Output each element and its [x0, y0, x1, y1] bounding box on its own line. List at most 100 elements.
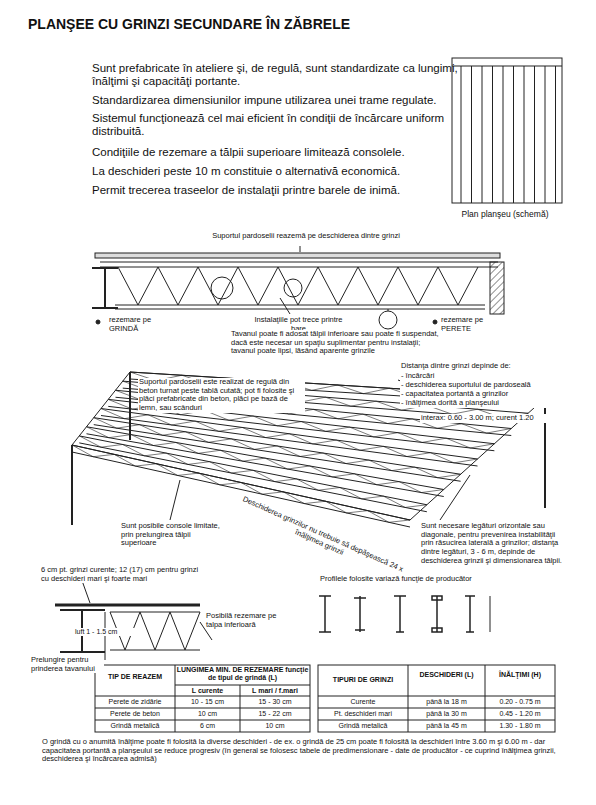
annotation: - încărcări	[400, 372, 552, 381]
annotation: rezemare pe GRINDĂ	[108, 316, 180, 333]
table-grid-stroke	[408, 665, 409, 732]
profile-shapes-stroke	[396, 631, 404, 633]
truss-elevation-stroke	[95, 253, 500, 258]
floor-perspective-stroke	[79, 436, 427, 508]
profile-shapes-stroke	[490, 596, 491, 632]
table-cell: 10 cm	[240, 722, 310, 730]
truss-elevation-stroke	[118, 267, 478, 305]
annotation: Profilele folosite variază funcţie de pr…	[300, 575, 492, 584]
annotation: rezemare pe PERETE	[440, 316, 512, 333]
truss-elevation-stroke	[115, 309, 485, 310]
support-detail-stroke	[55, 604, 200, 607]
table-cell: Pt. deschideri mari	[318, 710, 408, 718]
table-grid-stroke	[175, 665, 176, 732]
table-cell: L mari / f.mari	[240, 687, 310, 695]
table-cell: 10 - 15 cm	[175, 698, 240, 706]
annotation: Sunt necesare legături orizontale sau di…	[420, 522, 567, 565]
truss-elevation-stroke	[280, 298, 290, 314]
profile-shapes-stroke	[466, 631, 474, 633]
table-grid-stroke	[318, 665, 555, 732]
table-cell: Perete de beton	[95, 710, 175, 718]
table-cell: până la 45 m	[408, 722, 485, 730]
table-cell: 10 cm	[175, 710, 240, 718]
truss-elevation-stroke	[115, 305, 485, 306]
plan-schema-stroke	[513, 66, 514, 203]
table-cell: Grindă metalică	[95, 722, 175, 730]
truss-elevation-stroke	[490, 262, 504, 314]
table-grid	[95, 665, 555, 732]
plan-schema-stroke	[461, 66, 462, 203]
plan-schema-stroke	[482, 66, 483, 203]
caption-note: O grindă cu o anumită înălţime poate fi …	[42, 738, 557, 764]
table-grid-stroke	[318, 696, 555, 697]
profile-shapes-stroke	[319, 631, 331, 633]
profile-shapes-stroke	[432, 628, 442, 632]
plan-schema-stroke	[555, 66, 556, 203]
intro-note: Sunt prefabricate în ateliere şi, de reg…	[92, 62, 482, 88]
truss-elevation-stroke	[379, 311, 397, 329]
floor-perspective-stroke	[72, 452, 410, 527]
floor-perspective-stroke	[94, 425, 461, 482]
truss-elevation-stroke	[92, 307, 118, 309]
plan-schema-stroke	[534, 66, 535, 203]
annotation: - deschiderea suportului de pardoseală	[400, 381, 552, 390]
table-grid-stroke	[318, 720, 555, 721]
table-grid-stroke	[485, 665, 486, 732]
plan-schema-stroke	[452, 58, 562, 203]
intro-note: Standardizarea dimensiunilor impune util…	[92, 94, 482, 107]
truss-elevation-stroke	[284, 279, 302, 297]
annotation: Prelungire pentru prinderea tavanului	[30, 656, 104, 673]
annotation: Suportul pardoselii este realizat de reg…	[138, 378, 305, 413]
truss-elevation-stroke	[104, 268, 106, 308]
profile-shapes-stroke	[394, 595, 406, 597]
annotation: - înălţimea dorită a planşeului	[400, 399, 552, 408]
table-grid-stroke	[95, 696, 310, 697]
table-cell: LUNGIMEA MIN. DE REZEMARE funcţie de tip…	[175, 666, 310, 682]
intro-note: La deschideri peste 10 m constituie o al…	[92, 165, 482, 178]
profile-shapes-stroke	[399, 596, 401, 632]
table-cell: L curente	[175, 687, 240, 695]
annotation: Posibilă rezemare pe talpa inferioară	[205, 612, 292, 629]
annotation: Plan planşeu (schemă)	[445, 210, 565, 220]
truss-elevation-stroke	[388, 309, 389, 311]
truss-elevation-stroke	[300, 246, 301, 252]
table-grid-stroke	[175, 685, 310, 686]
table-cell: 15 - 30 cm	[240, 698, 310, 706]
floor-perspective-stroke	[71, 445, 73, 525]
floor-perspective-stroke	[440, 475, 470, 520]
annotation: 6 cm pt. grinzi curente; 12 (17) cm pent…	[40, 566, 202, 583]
annotation: interax: 0.60 - 3.00 m; curent 1.20	[420, 414, 562, 423]
plan-schema	[452, 58, 562, 203]
truss-elevation-stroke	[96, 320, 100, 324]
plan-schema-stroke	[524, 66, 525, 203]
table-grid-stroke	[318, 708, 555, 709]
annotation: Sunt posibile console limitate, prin pre…	[120, 522, 222, 548]
table-cell: 6 cm	[175, 722, 240, 730]
truss-elevation-stroke	[211, 277, 233, 299]
table-cell: Grindă metalică	[318, 722, 408, 730]
profile-shapes-stroke	[436, 596, 438, 632]
annotation: Suportul pardoselii reazemă pe deschider…	[205, 232, 407, 241]
floor-perspective-stroke	[170, 480, 180, 520]
plan-schema-stroke	[471, 66, 472, 203]
support-detail-stroke	[110, 612, 200, 613]
table-cell: 15 - 22 cm	[240, 710, 310, 718]
support-detail-stroke	[60, 651, 105, 653]
table-cell: 0.20 - 0.75 m	[485, 698, 555, 706]
table-cell: TIP DE REAZEM	[95, 673, 175, 681]
profile-shapes-stroke	[469, 596, 471, 632]
profile-shapes-stroke	[319, 595, 331, 597]
plan-schema-stroke	[545, 66, 546, 203]
page-title: PLANŞEE CU GRINZI SECUNDARE ÎN ZĂBRELE	[28, 16, 568, 32]
intro-note: Condiţiile de rezemare a tălpii superioa…	[92, 146, 482, 159]
intro-note: Permit trecerea traseelor de instalaţii …	[92, 184, 482, 197]
table-cell: ÎNĂLŢIMI (H)	[485, 671, 555, 679]
support-detail	[55, 575, 212, 660]
annotation: - capacitatea portantă a grinzilor	[400, 390, 552, 399]
table-cell: până la 30 m	[408, 710, 485, 718]
table-cell: 1.30 - 1.80 m	[485, 722, 555, 730]
profile-shapes-stroke	[354, 597, 366, 599]
profile-shapes-stroke	[324, 596, 326, 632]
plan-schema-stroke	[503, 66, 504, 203]
